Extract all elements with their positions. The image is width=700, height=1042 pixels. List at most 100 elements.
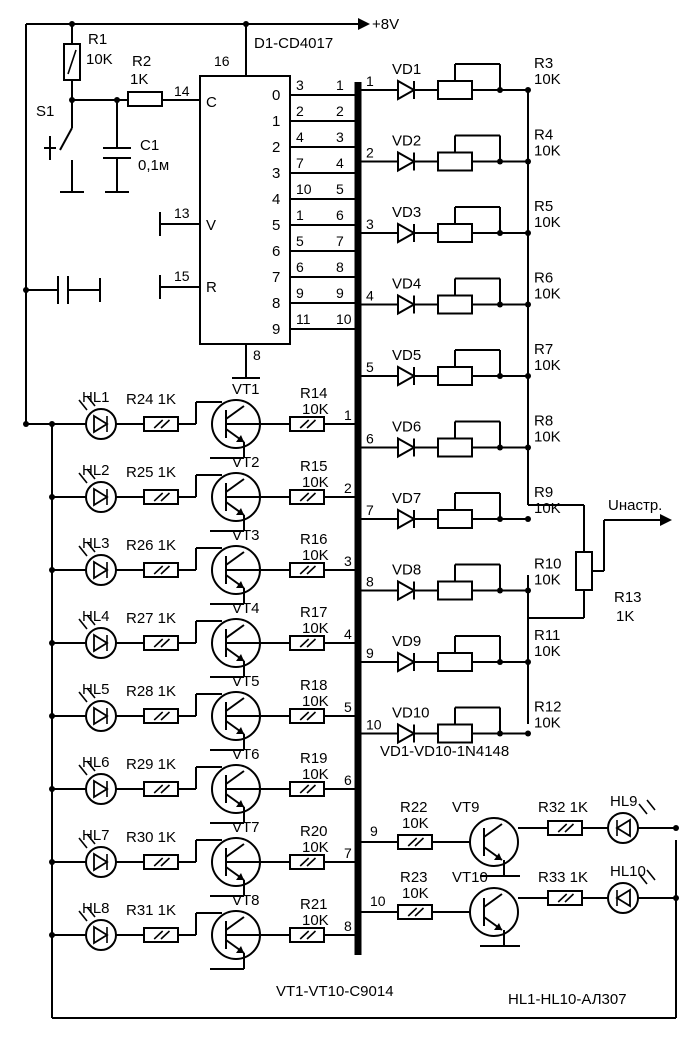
svg-text:1K: 1K [616, 608, 634, 625]
led-label: HL6 [82, 754, 110, 771]
transistor-symbol [469, 887, 519, 937]
bus-wire-number: 5 [366, 359, 374, 375]
transistor-label: VT3 [232, 527, 260, 544]
bus-wire-number: 9 [336, 285, 344, 301]
resistor-value: 10K [402, 815, 429, 832]
junction-dot [497, 373, 503, 379]
resistor-value: 10K [534, 500, 561, 517]
resistor-value: 10K [302, 474, 329, 491]
bus-wire-number: 2 [344, 480, 352, 496]
led-label: HL2 [82, 462, 110, 479]
resistor [289, 927, 325, 943]
resistor-label: R24 1K [126, 391, 176, 408]
resistor-label: R28 1K [126, 683, 176, 700]
chip-pin-number: 5 [296, 233, 304, 249]
resistor [289, 489, 325, 505]
emitter-arrow [236, 508, 244, 515]
resistor-label: R15 [300, 458, 328, 475]
resistor-label: R4 [534, 127, 553, 144]
resistor [143, 489, 179, 505]
diode-symbol [397, 436, 417, 459]
transistor-label: VT7 [232, 819, 260, 836]
resistor-label: R19 [300, 750, 328, 767]
junction-dot [497, 444, 503, 451]
resistor [547, 820, 583, 836]
trimmer-resistor [437, 223, 473, 243]
resistor-label: R12 [534, 699, 562, 716]
diode-symbol [397, 508, 417, 530]
led-label: HL9 [610, 793, 638, 810]
svg-text:13: 13 [174, 205, 190, 221]
svg-text:C: C [206, 94, 217, 111]
switch-s1-label: S1 [36, 103, 54, 120]
resistor-value: 10K [302, 693, 329, 710]
led-rail [23, 421, 677, 1019]
resistor-value: 10K [534, 643, 561, 660]
resistor-label: R30 1K [126, 829, 176, 846]
resistor-label: R5 [534, 198, 553, 215]
note-diodes: VD1-VD10-1N4148 [380, 743, 509, 760]
resistor-label: R8 [534, 413, 553, 430]
resistor [143, 708, 179, 724]
bus-wire-number: 7 [344, 845, 352, 861]
chip-output-label: 6 [272, 243, 280, 260]
bus-wire-number: 4 [344, 626, 352, 642]
diode-label: VD3 [392, 204, 421, 221]
resistor-label: R11 [534, 627, 560, 644]
svg-text:8: 8 [253, 347, 261, 363]
resistor-label: R21 [300, 896, 328, 913]
trimmer-resistor [437, 723, 473, 744]
resistor [143, 781, 179, 797]
transistor-label: VT4 [232, 600, 260, 617]
resistor-value: 10K [534, 715, 561, 732]
resistor-value: 10K [402, 885, 429, 902]
bus-wire-number: 2 [366, 145, 374, 161]
resistor [289, 781, 325, 797]
transistor-symbol [469, 817, 519, 867]
led-label: HL10 [610, 863, 646, 880]
resistor-label: R23 [400, 869, 428, 886]
svg-text:V: V [206, 217, 216, 234]
resistor-label: R33 1K [538, 869, 588, 886]
resistor-label: R29 1K [126, 756, 176, 773]
diode-label: VD10 [392, 705, 430, 722]
trimmer-resistor [437, 652, 473, 672]
junction-dot [497, 516, 503, 522]
resistor-value: 10K [534, 214, 561, 231]
note-leds: HL1-HL10-АЛ307 [508, 991, 627, 1008]
resistor [547, 890, 583, 906]
junction-dot [497, 87, 503, 93]
emitter-arrow [236, 873, 244, 880]
resistor [289, 562, 325, 578]
emitter-arrow [236, 946, 244, 953]
emitter-arrow [236, 800, 244, 807]
transistor-label: VT1 [232, 381, 260, 398]
resistor-value: 10K [534, 357, 561, 374]
resistor-value: 10K [302, 547, 329, 564]
chip-title: D1-CD4017 [254, 35, 333, 52]
diode-symbol [397, 293, 417, 316]
junction-dot [525, 730, 531, 737]
resistor-value: 10K [534, 429, 561, 446]
diode-label: VD9 [392, 633, 421, 650]
trimmer-resistor [437, 151, 473, 172]
bus-wire-number: 5 [344, 699, 352, 715]
supply-label: +8V [372, 16, 399, 33]
led-label: HL7 [82, 827, 110, 844]
resistor-label: R14 [300, 385, 328, 402]
emitter-arrow [494, 853, 502, 860]
bus-wire-number: 7 [366, 502, 374, 518]
bus-wire-number: 1 [344, 407, 352, 423]
led-label: HL5 [82, 681, 110, 698]
chip-output-label: 3 [272, 165, 280, 182]
bus-wire-number: 10 [370, 893, 386, 909]
bus-wire-number: 10 [336, 311, 352, 327]
resistor-label: R32 1K [538, 799, 588, 816]
diode-label: VD4 [392, 276, 421, 293]
